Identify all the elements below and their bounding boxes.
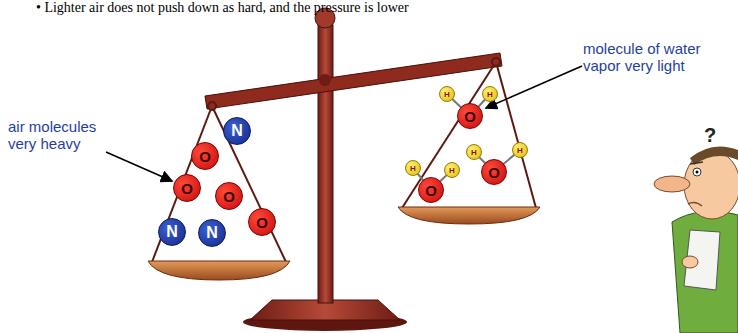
scale-post [318, 25, 333, 303]
left-pan [148, 261, 290, 280]
atom-symbol: N [206, 224, 218, 242]
atom-symbol: H [449, 166, 455, 175]
right-chains [402, 58, 536, 208]
nitrogen-atom: N [158, 218, 186, 246]
atom-symbol: H [487, 90, 493, 99]
nitrogen-atom: N [223, 117, 251, 145]
atom-symbol: H [517, 146, 523, 155]
oxygen-atom: O [481, 159, 507, 185]
atom-symbol: O [256, 214, 268, 231]
leader-arrow [486, 66, 582, 108]
atom-symbol: N [166, 223, 178, 241]
left-chains [152, 102, 286, 262]
atom-symbol: O [223, 188, 235, 205]
atom-symbol: O [181, 180, 193, 197]
hydrogen-atom: H [482, 86, 498, 102]
bullet-note: • Lighter air does not push down as hard… [36, 0, 596, 16]
atom-symbol: H [444, 90, 450, 99]
atom-symbol: O [425, 182, 437, 199]
atom-symbol: O [464, 108, 476, 125]
oxygen-atom: O [457, 103, 483, 129]
beam-pivot [319, 74, 331, 86]
nitrogen-atom: N [198, 219, 226, 247]
hydrogen-atom: H [512, 142, 528, 158]
hydrogen-atom: H [466, 144, 482, 160]
oxygen-atom: O [215, 182, 243, 210]
oxygen-atom: O [418, 177, 444, 203]
oxygen-atom: O [191, 142, 219, 170]
puzzled-man [654, 146, 738, 333]
oxygen-atom: O [248, 208, 276, 236]
oxygen-atom: O [173, 174, 201, 202]
hydrogen-atom: H [405, 160, 421, 176]
atom-symbol: O [488, 164, 500, 181]
atom-symbol: H [410, 164, 416, 173]
leader-arrow [106, 152, 172, 181]
atom-symbol: O [199, 148, 211, 165]
water-bonds [413, 94, 520, 190]
callout-label: air molecules very heavy [8, 118, 118, 153]
atom-symbol: H [471, 148, 477, 157]
callout-label: molecule of water vapor very light [583, 40, 733, 75]
hydrogen-atom: H [444, 162, 460, 178]
right-pan [398, 207, 540, 224]
atom-symbol: N [231, 122, 243, 140]
scale-beam [205, 53, 502, 109]
hydrogen-atom: H [439, 86, 455, 102]
question-mark: ? [704, 124, 728, 147]
